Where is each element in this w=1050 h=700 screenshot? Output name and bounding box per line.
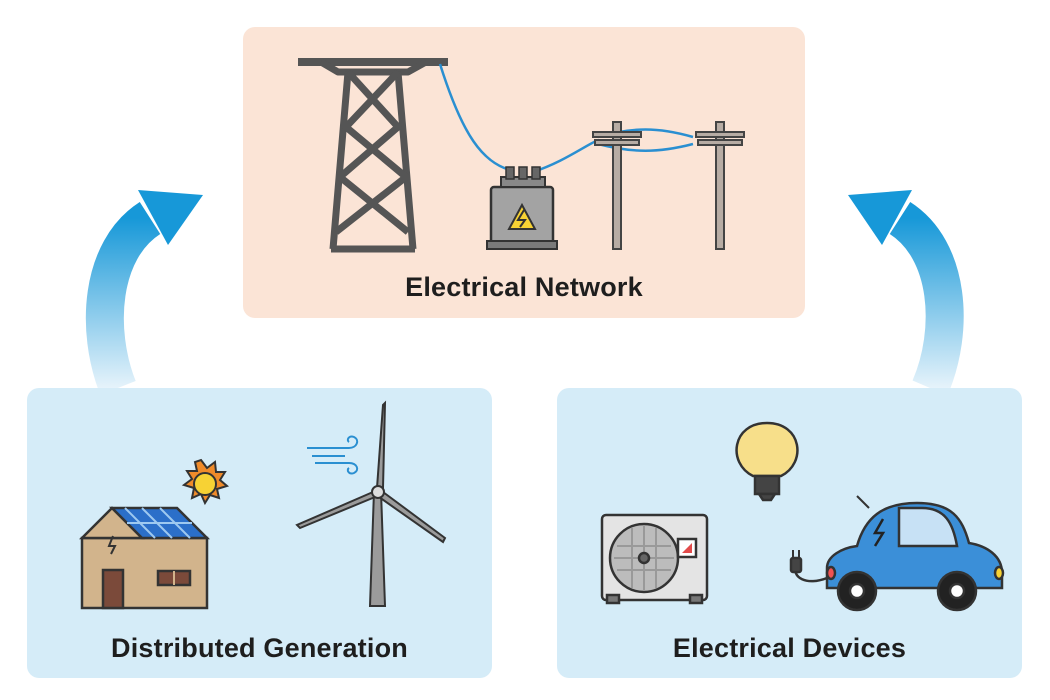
distributed-generation-panel: Distributed Generation bbox=[27, 388, 492, 678]
electrical-network-panel: Electrical Network bbox=[243, 27, 805, 318]
plug-icon bbox=[789, 550, 828, 583]
distributed-generation-label: Distributed Generation bbox=[111, 633, 408, 663]
heat-pump-icon bbox=[600, 513, 709, 605]
wind-icon bbox=[307, 435, 359, 475]
sun-icon bbox=[181, 458, 230, 506]
transmission-tower-icon bbox=[298, 58, 448, 253]
transformer-icon bbox=[486, 166, 558, 250]
left-arrow-icon bbox=[85, 190, 203, 395]
solar-house-icon bbox=[78, 506, 211, 610]
light-bulb-icon bbox=[735, 421, 799, 502]
electrical-devices-panel: Electrical Devices bbox=[557, 388, 1022, 678]
electrical-devices-label: Electrical Devices bbox=[672, 633, 907, 663]
electrical-network-label: Electrical Network bbox=[405, 272, 643, 302]
wind-turbine-icon bbox=[295, 400, 447, 607]
devices-illustration bbox=[600, 421, 1005, 612]
network-illustration bbox=[298, 58, 745, 253]
right-arrow-icon bbox=[848, 190, 964, 396]
electric-car-icon bbox=[825, 495, 1005, 612]
generation-illustration bbox=[78, 400, 447, 610]
utility-pole-icon bbox=[592, 121, 745, 250]
